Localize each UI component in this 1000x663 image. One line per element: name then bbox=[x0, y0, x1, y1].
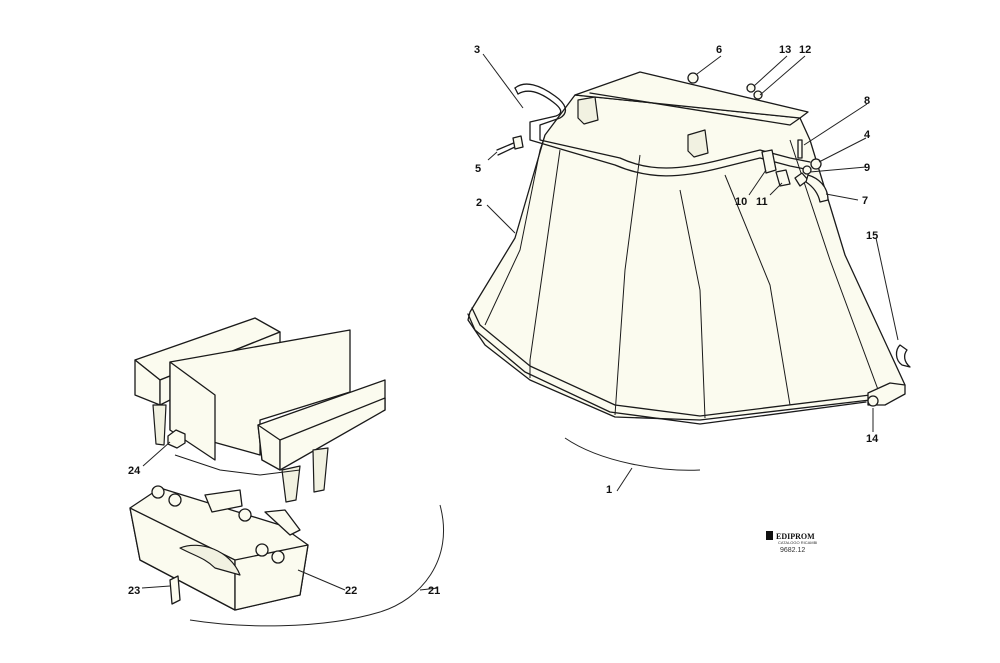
assembly-arcs bbox=[189, 437, 701, 627]
hardware-right bbox=[496, 72, 911, 407]
callout-1: 1 bbox=[606, 484, 612, 496]
callout-24: 24 bbox=[128, 465, 141, 477]
callout-12: 12 bbox=[799, 44, 811, 56]
callout-11: 11 bbox=[756, 196, 768, 208]
callout-14: 14 bbox=[866, 433, 879, 445]
callout-4: 4 bbox=[864, 129, 871, 141]
callout-10: 10 bbox=[735, 196, 747, 208]
callout-5: 5 bbox=[475, 163, 481, 175]
callout-7: 7 bbox=[862, 195, 868, 207]
callout-21: 21 bbox=[428, 585, 440, 597]
callout-15: 15 bbox=[866, 230, 878, 242]
callout-8: 8 bbox=[864, 95, 870, 107]
counterweight bbox=[129, 429, 309, 611]
drawing-code: 9682.12 bbox=[780, 547, 805, 554]
callout-23: 23 bbox=[128, 585, 140, 597]
callout-3: 3 bbox=[474, 44, 480, 56]
logo-name: EDIPROM bbox=[776, 532, 815, 541]
grass-catcher-bag bbox=[467, 71, 906, 425]
callout-2: 2 bbox=[476, 197, 482, 209]
handle-tube bbox=[514, 83, 811, 177]
leader-lines bbox=[141, 53, 899, 591]
logo-tagline: CATALOGO RICAMBI bbox=[778, 540, 817, 545]
callout-6: 6 bbox=[716, 44, 722, 56]
callout-22: 22 bbox=[345, 585, 357, 597]
callout-9: 9 bbox=[864, 162, 870, 174]
callout-labels: 3 6 13 12 8 4 9 7 5 2 10 11 15 14 1 24 2… bbox=[128, 44, 879, 597]
publisher-logo: EDIPROM CATALOGO RICAMBI bbox=[766, 531, 817, 545]
mower-frame bbox=[134, 317, 386, 503]
callout-13: 13 bbox=[779, 44, 791, 56]
